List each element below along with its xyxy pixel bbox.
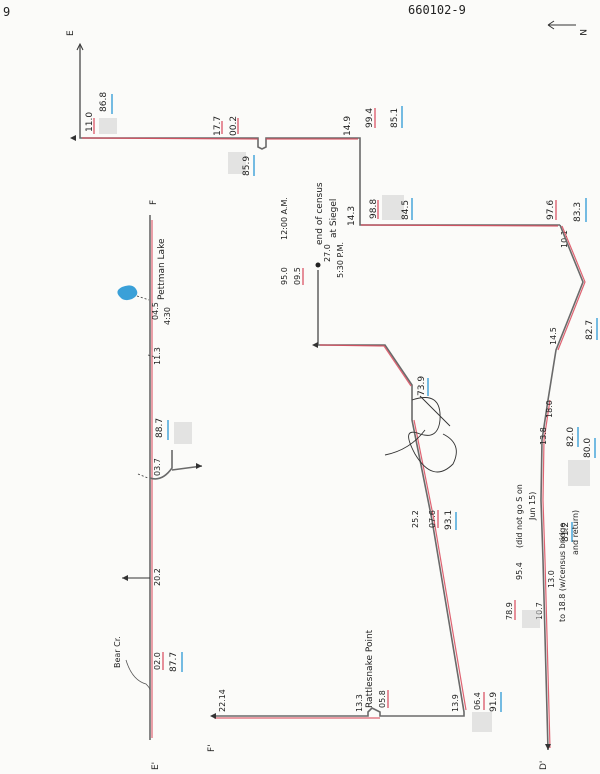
route-note-2: Jun 15) <box>528 492 537 521</box>
mileage-label: 04.5 <box>151 302 160 320</box>
document-id: 660102-9 <box>408 3 466 17</box>
point-label-e-prime: E' <box>151 762 161 770</box>
mileage-label: 27.0 <box>323 244 332 262</box>
time-label: 4:30 <box>163 307 172 325</box>
arrow-icon <box>76 42 84 51</box>
creek-icon <box>125 659 151 691</box>
point-label-f-prime: F' <box>207 744 217 752</box>
mileage-label: 17.7 <box>213 116 223 136</box>
bird-count-label: 82.0 <box>566 427 576 447</box>
bird-count-label: 86.8 <box>99 92 109 112</box>
bird-count-label: 82.7 <box>585 320 595 340</box>
bird-count-label: 88.7 <box>155 418 165 438</box>
route-note-1: (did not go S on <box>515 484 524 548</box>
mileage-label: 22.14 <box>218 689 227 712</box>
mileage-label: 11.0 <box>85 112 95 132</box>
bird-count-label: 85.9 <box>242 156 252 176</box>
mileage-label: 13.0 <box>547 570 556 588</box>
bird-count-label: 85.1 <box>390 108 400 128</box>
mileage-label: 14.5 <box>549 327 558 345</box>
arrow-icon <box>312 342 318 348</box>
mileage-label: 09.5 <box>293 267 302 285</box>
mileage-label: 14.3 <box>347 206 357 226</box>
mileage-label: 13.8 <box>539 427 548 445</box>
arrow-icon <box>210 713 216 719</box>
bird-count-label: 87.7 <box>169 652 179 672</box>
bird-count-label: 80.0 <box>583 438 593 458</box>
mileage-label: 14.9 <box>343 116 353 136</box>
mileage-label: 03.7 <box>153 458 162 476</box>
place-name: Rattlesnake Point <box>365 629 375 708</box>
point-label-d-prime: D' <box>539 761 549 770</box>
route-loop: 95.0 09.5 12:00 A.M. 27.0 5:30 P.M. end … <box>207 182 502 752</box>
page-number: 9 <box>3 5 10 19</box>
bird-count-label: 73.9 <box>417 376 427 396</box>
lake-name: Pettman Lake <box>157 238 167 300</box>
route-note-3: to 18.8 (w/census bridge <box>558 523 567 622</box>
bird-count-label: 84.5 <box>401 200 411 220</box>
mileage-label: 78.9 <box>505 602 514 620</box>
bird-count-label: 83.3 <box>573 202 583 222</box>
arrow-icon <box>196 463 202 469</box>
mileage-label: 11.3 <box>153 347 162 365</box>
point-label-e: E <box>66 30 76 36</box>
bird-count-label: 91.9 <box>489 692 499 712</box>
mileage-label: 02.0 <box>153 652 162 670</box>
lake-icon <box>117 285 138 301</box>
mileage-label: 98.8 <box>369 199 379 219</box>
mileage-label: 95.4 <box>515 562 524 580</box>
north-label: N <box>577 29 587 36</box>
road-scribble <box>384 395 457 473</box>
mileage-label: 00.2 <box>229 116 239 136</box>
mileage-label: 13.3 <box>355 694 364 712</box>
bird-count-label: 93.1 <box>444 510 454 530</box>
route-note-4: and return) <box>571 510 580 555</box>
time-label: 12:00 A.M. <box>280 197 289 240</box>
mileage-label: 25.2 <box>411 510 420 528</box>
mileage-label: 06.4 <box>473 692 482 710</box>
route-e: E 11.0 86.8 17.7 00.2 85.9 14.9 99.4 85.… <box>66 30 587 248</box>
end-note-1: end of census <box>315 182 325 245</box>
mileage-label: 10.1 <box>560 230 569 248</box>
end-note-2: at Siegel <box>329 199 339 238</box>
route-d: D' 14.5 82.7 18.0 13.8 82.0 80.0 95.4 (d… <box>505 224 598 770</box>
mileage-label: 99.4 <box>365 108 375 128</box>
mileage-label: 95.0 <box>280 267 289 285</box>
mileage-label: 97.6 <box>546 200 556 220</box>
arrow-icon <box>70 135 76 141</box>
time-label: 5:30 P.M. <box>336 242 345 278</box>
mileage-label: 18.0 <box>545 400 554 418</box>
endpoint-marker <box>315 262 321 268</box>
mileage-label: 07.6 <box>428 510 437 528</box>
route-f: F E' 04.5 4:30 Pettman Lake 11.3 03.7 88… <box>113 200 203 770</box>
arrow-icon <box>122 575 128 581</box>
arrow-icon <box>545 744 551 750</box>
north-arrow-icon: N <box>547 20 587 36</box>
mileage-label: 13.9 <box>451 694 460 712</box>
point-label-f: F <box>149 200 159 205</box>
bird-count-label: 81.2 <box>561 522 571 542</box>
creek-label: Bear Cr. <box>113 636 122 668</box>
mileage-label: 05.8 <box>378 690 387 708</box>
mileage-label: 20.2 <box>153 568 162 586</box>
